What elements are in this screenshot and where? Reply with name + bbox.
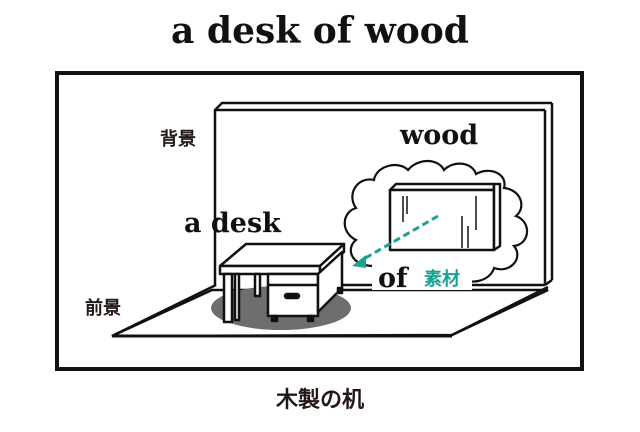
thought-cloud — [343, 159, 529, 283]
wood-block — [388, 182, 502, 252]
of-label-backdrop — [372, 264, 472, 290]
desk-illustration — [218, 242, 346, 324]
background-label: 背景 — [160, 128, 196, 150]
wood-label: wood — [399, 120, 478, 151]
outer-frame — [55, 71, 584, 371]
page-title: a desk of wood — [171, 10, 469, 52]
floor-right-edge — [451, 285, 549, 337]
a-desk-label: a desk — [184, 208, 282, 239]
material-label: 素材 — [424, 268, 460, 290]
foreground-label: 前景 — [85, 297, 121, 319]
of-label: of — [378, 263, 410, 294]
caption: 木製の机 — [275, 388, 364, 413]
floor-left-edge — [111, 283, 217, 338]
arrow-head-icon — [352, 255, 366, 268]
material-arrow — [361, 214, 439, 262]
